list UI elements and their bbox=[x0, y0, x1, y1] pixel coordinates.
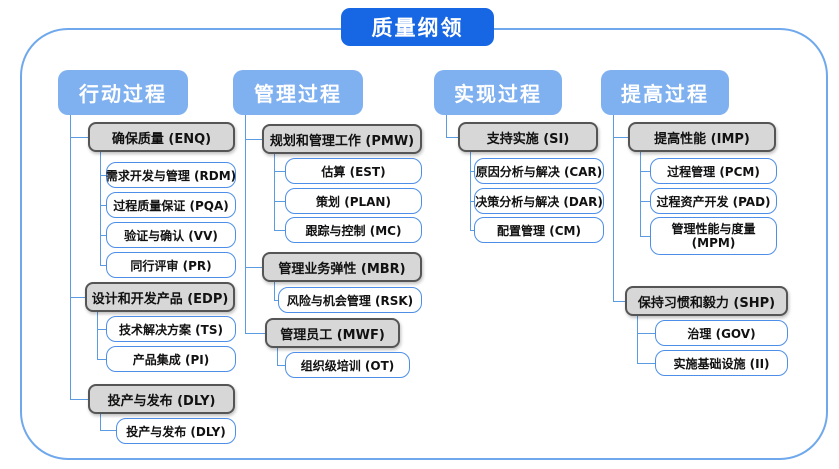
connector-line bbox=[640, 171, 650, 172]
item-node-ts: 技术解决方案 (TS) bbox=[106, 316, 236, 342]
connector-line bbox=[446, 137, 458, 138]
item-node-ot: 组织级培训 (OT) bbox=[285, 352, 410, 378]
connector-line bbox=[613, 115, 614, 301]
group-node-mwf: 管理员工 (MWF) bbox=[265, 318, 400, 348]
connector-line bbox=[470, 201, 474, 202]
connector-line bbox=[245, 267, 262, 268]
column-header-improvement-process: 提高过程 bbox=[601, 70, 729, 115]
connector-line bbox=[100, 265, 106, 266]
connector-line bbox=[70, 137, 88, 138]
connector-line bbox=[277, 365, 285, 366]
item-node-pr: 同行评审 (PR) bbox=[106, 252, 236, 278]
connector-line bbox=[100, 414, 101, 431]
connector-line bbox=[70, 399, 88, 400]
connector-line bbox=[100, 205, 106, 206]
connector-line bbox=[100, 430, 116, 431]
connector-line bbox=[97, 329, 106, 330]
connector-line bbox=[637, 333, 655, 334]
item-node-est: 估算 (EST) bbox=[285, 158, 422, 184]
item-node-pi: 产品集成 (PI) bbox=[106, 346, 236, 372]
group-node-mbr: 管理业务弹性 (MBR) bbox=[262, 252, 422, 282]
connector-line bbox=[640, 236, 650, 237]
connector-line bbox=[640, 201, 650, 202]
connector-line bbox=[274, 300, 278, 301]
group-node-pmw: 规划和管理工作 (PMW) bbox=[262, 124, 422, 154]
connector-line bbox=[637, 316, 638, 363]
connector-line bbox=[274, 154, 275, 230]
connector-line bbox=[637, 363, 655, 364]
item-node-dar: 决策分析与解决 (DAR) bbox=[474, 188, 604, 214]
root-node-title: 质量纲领 bbox=[341, 8, 494, 46]
connector-line bbox=[97, 359, 106, 360]
item-node-mc: 跟踪与控制 (MC) bbox=[285, 217, 422, 243]
connector-line bbox=[245, 333, 265, 334]
item-node-ii: 实施基础设施 (II) bbox=[655, 350, 788, 376]
connector-line bbox=[640, 152, 641, 236]
column-header-management-process: 管理过程 bbox=[233, 70, 363, 115]
connector-line bbox=[613, 301, 625, 302]
group-node-si: 支持实施 (SI) bbox=[458, 122, 598, 152]
group-node-dly: 投产与发布 (DLY) bbox=[88, 384, 235, 414]
connector-line bbox=[446, 115, 447, 137]
connector-line bbox=[470, 230, 474, 231]
connector-line bbox=[100, 235, 106, 236]
item-node-vv: 验证与确认 (VV) bbox=[106, 222, 236, 248]
connector-line bbox=[470, 152, 471, 230]
item-node-pqa: 过程质量保证 (PQA) bbox=[106, 192, 236, 218]
item-node-gov: 治理 (GOV) bbox=[655, 320, 788, 346]
connector-line bbox=[274, 201, 285, 202]
group-node-enq: 确保质量 (ENQ) bbox=[88, 122, 235, 152]
connector-line bbox=[274, 171, 285, 172]
item-node-mpm: 管理性能与度量 (MPM) bbox=[650, 217, 777, 255]
connector-line bbox=[100, 152, 101, 265]
connector-line bbox=[277, 348, 278, 365]
item-node-rsk: 风险与机会管理 (RSK) bbox=[278, 287, 422, 313]
item-node-cm: 配置管理 (CM) bbox=[474, 217, 604, 243]
connector-line bbox=[245, 139, 262, 140]
item-node-pcm: 过程管理 (PCM) bbox=[650, 158, 777, 184]
connector-line bbox=[274, 230, 285, 231]
column-header-action-process: 行动过程 bbox=[58, 70, 188, 115]
connector-line bbox=[70, 115, 71, 399]
connector-line bbox=[245, 115, 246, 333]
group-node-imp: 提高性能 (IMP) bbox=[628, 122, 776, 152]
connector-line bbox=[97, 312, 98, 359]
group-node-edp: 设计和开发产品 (EDP) bbox=[85, 282, 235, 312]
item-node-plan: 策划 (PLAN) bbox=[285, 188, 422, 214]
item-node-pad: 过程资产开发 (PAD) bbox=[650, 188, 777, 214]
connector-line bbox=[100, 175, 106, 176]
item-node-dly: 投产与发布 (DLY) bbox=[116, 418, 236, 444]
group-node-shp: 保持习惯和毅力 (SHP) bbox=[625, 286, 788, 316]
connector-line bbox=[274, 282, 275, 300]
connector-line bbox=[470, 171, 474, 172]
item-node-rdm: 需求开发与管理 (RDM) bbox=[106, 162, 236, 188]
column-header-implementation-process: 实现过程 bbox=[434, 70, 562, 115]
connector-line bbox=[70, 297, 85, 298]
connector-line bbox=[613, 137, 628, 138]
item-node-car: 原因分析与解决 (CAR) bbox=[474, 158, 604, 184]
